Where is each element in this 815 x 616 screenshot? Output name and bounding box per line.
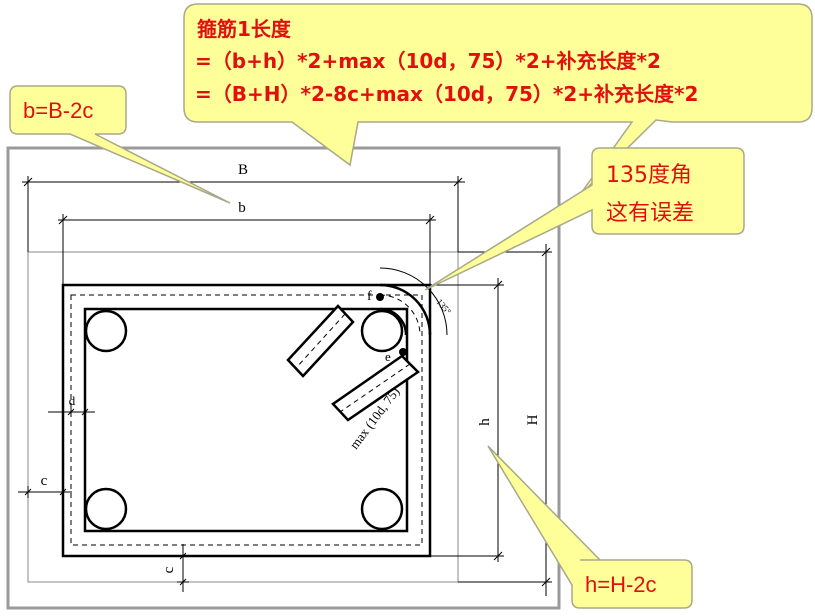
dim-h (430, 278, 504, 562)
dim-d (48, 408, 95, 416)
dim-h-label: h (477, 418, 493, 426)
error-note-line2: 这有误差 (606, 201, 694, 226)
point-e-label: e (385, 349, 391, 364)
dim-B-label: B (238, 162, 248, 178)
error-note-callout: 135度角 这有误差 (424, 147, 745, 291)
hook-bend (379, 283, 432, 336)
dim-H-label: H (525, 414, 541, 425)
dim-c-bottom-label: c (161, 566, 177, 573)
hook-tail-upper (286, 304, 355, 378)
dim-c-left (18, 486, 72, 498)
column-outline (27, 251, 459, 583)
rebar-top-right (360, 309, 404, 353)
hook-bend-centerline (379, 294, 421, 336)
main-callout: 箍筋1长度 =（b+h）*2+max（10d，75）*2+补充长度*2 =（B+… (183, 3, 813, 197)
main-callout-line1: 箍筋1长度 (197, 17, 292, 41)
hook-tail-lower (331, 354, 420, 422)
stirrup-outer (61, 283, 432, 558)
dim-c-bottom (177, 544, 189, 592)
drawing-frame (6, 146, 561, 610)
dim-b (58, 214, 436, 284)
rebar-top-left (84, 309, 128, 353)
stirrup-centerline (70, 294, 423, 546)
dim-b-label: b (238, 200, 246, 216)
h-formula-text: h=H-2c (585, 572, 657, 597)
b-formula-text: b=B-2c (23, 98, 93, 123)
point-e-dot (399, 348, 407, 356)
rebar-bottom-right (360, 487, 404, 531)
dim-B (22, 176, 465, 252)
h-formula-callout: h=H-2c (487, 445, 693, 609)
error-note-line1: 135度角 (606, 163, 692, 188)
rebar-bottom-left (84, 487, 128, 531)
b-formula-callout: b=B-2c (9, 85, 231, 204)
stirrup-inner (83, 307, 409, 533)
main-callout-line3: =（B+H）*2-8c+max（10d，75）*2+补充长度*2 (195, 82, 698, 106)
dim-c-left-label: c (41, 473, 48, 489)
dim-d-label: d (69, 393, 76, 408)
point-f-dot (376, 293, 384, 301)
main-callout-line2: =（b+h）*2+max（10d，75）*2+补充长度*2 (195, 49, 661, 73)
point-f-label: f (367, 289, 372, 304)
